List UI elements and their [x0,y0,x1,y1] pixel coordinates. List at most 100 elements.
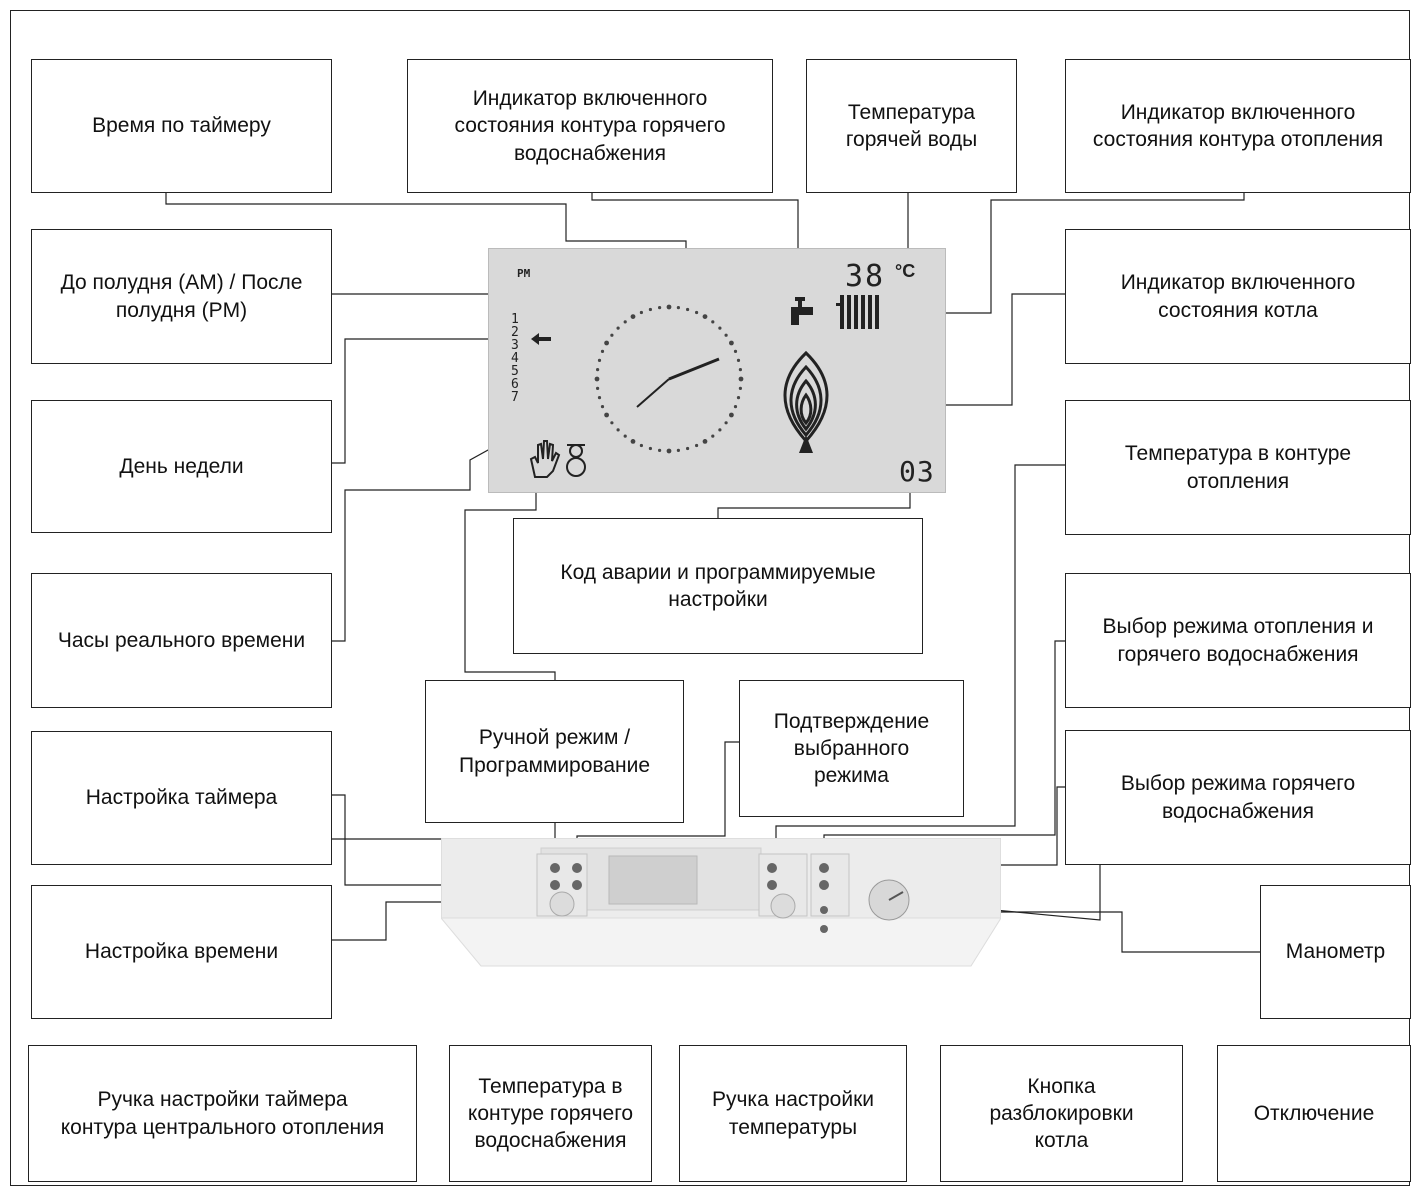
time-setting-button [572,880,582,890]
clock-dot [630,439,636,444]
clock-minute-hand [668,357,720,381]
heating-mode-button [767,863,777,873]
fault-code-value: 03 [899,455,935,488]
label-fault-code: Код аварии и программируемые настройки [513,518,923,654]
clock-dot [600,349,605,353]
dhw-temperature-unit: °C [895,261,916,281]
clock-dot [658,306,662,310]
label-mode-select-heating-dhw: Выбор режима отопления и горячего водосн… [1065,573,1411,708]
clock-dot [597,358,602,362]
label-ch-timer-knob: Ручка настройки таймера контура централь… [28,1045,417,1182]
clock-dot [600,405,605,409]
day-5: 5 [511,364,519,379]
clock-dot [676,306,680,310]
timer-setting-button [550,880,560,890]
clock-dot [686,446,690,451]
label-time-setting: Настройка времени [31,885,332,1019]
unlock-button [820,906,828,914]
clock-dot [616,326,620,330]
clock-dot [596,386,600,390]
label-shutdown: Отключение [1217,1045,1411,1182]
label-mode-select-dhw: Выбор режима горячего водоснабжения [1065,730,1411,865]
label-real-time-clock: Часы реального времени [31,573,332,708]
line-fault-code [717,490,911,518]
flame-icon [783,350,829,453]
clock-dot [623,320,627,324]
label-dhw-circuit-temperature: Температура в контуре горячего водоснабж… [449,1045,652,1182]
clock-dot [729,340,734,346]
dhw-temp-button [767,880,777,890]
label-boiler-indicator: Индикатор включенного состояния котла [1065,229,1411,364]
clock-dot [610,333,614,337]
clock-dot [666,304,672,310]
day-7: 7 [511,390,519,405]
dhw-mode-button [819,880,829,890]
day-4: 4 [511,351,519,366]
clock-dot [738,376,744,382]
label-heating-temperature: Температура в контуре отопления [1065,400,1411,535]
clock-dot [639,310,643,315]
clock-dot [604,412,609,418]
clock-dot [724,333,728,337]
clock-dot [718,326,722,330]
clock-dot [676,448,680,452]
temperature-knob [770,893,796,919]
clock-dot [695,443,699,448]
label-heating-indicator: Индикатор включенного состояния контура … [1065,59,1411,193]
clock-dot [686,307,690,312]
label-pressure-gauge: Манометр [1260,885,1411,1019]
clock-dot [648,307,652,312]
clock-dot [738,368,742,372]
clock-dot [623,434,627,438]
clock-dot [729,412,734,418]
day-2: 2 [511,325,519,340]
day-of-week-list: 1 2 3 4 5 6 7 [511,313,525,404]
label-timer-time: Время по таймеру [31,59,332,193]
clock-dot [616,428,620,432]
clock-dot [711,320,715,324]
confirm-mode-button [572,863,582,873]
line-heating-indicator [880,193,1245,314]
clock-dot [695,310,699,315]
day-3: 3 [511,338,519,353]
label-am-pm: До полудня (AM) / После полудня (PM) [31,229,332,364]
clock-dot [666,448,672,454]
mode-select-button [819,863,829,873]
clock-dot [702,314,708,319]
clock-dot [736,396,741,400]
tap-icon [791,297,813,325]
label-dhw-indicator: Индикатор включенного состояния контура … [407,59,773,193]
clock-dot [702,439,708,444]
manual-programming-button [550,863,560,873]
clock-dot [639,443,643,448]
clock-dot [596,368,600,372]
clock-dot [597,396,602,400]
label-timer-setting: Настройка таймера [31,731,332,865]
clock-dot [630,314,636,319]
day-6: 6 [511,377,519,392]
lcd-display: PM 1 2 3 4 5 6 7 38 °C [488,248,946,493]
shutdown-button [820,925,828,933]
line-manual-programming-icon [464,485,556,680]
clock-dot [733,349,738,353]
clock-hour-hand [636,378,670,408]
radiator-icon [836,295,879,329]
clock-dot [648,446,652,451]
day-arrow-icon [531,333,551,345]
boiler-control-panel [441,838,1001,967]
line-day-of-week [331,338,541,464]
clock-dot [711,434,715,438]
clock-dot [724,421,728,425]
clock-dot [594,376,600,382]
label-boiler-unlock-button: Кнопка разблокировки котла [940,1045,1183,1182]
clock-dot [658,448,662,452]
label-day-of-week: День недели [31,400,332,533]
label-temperature-knob: Ручка настройки температуры [679,1045,907,1182]
label-confirm-mode: Подтверждение выбранного режима [739,680,964,817]
hand-icon [529,440,561,478]
analog-clock-icon [594,304,744,454]
clock-dot [736,358,741,362]
day-1: 1 [511,312,519,327]
clock-dot [604,340,609,346]
